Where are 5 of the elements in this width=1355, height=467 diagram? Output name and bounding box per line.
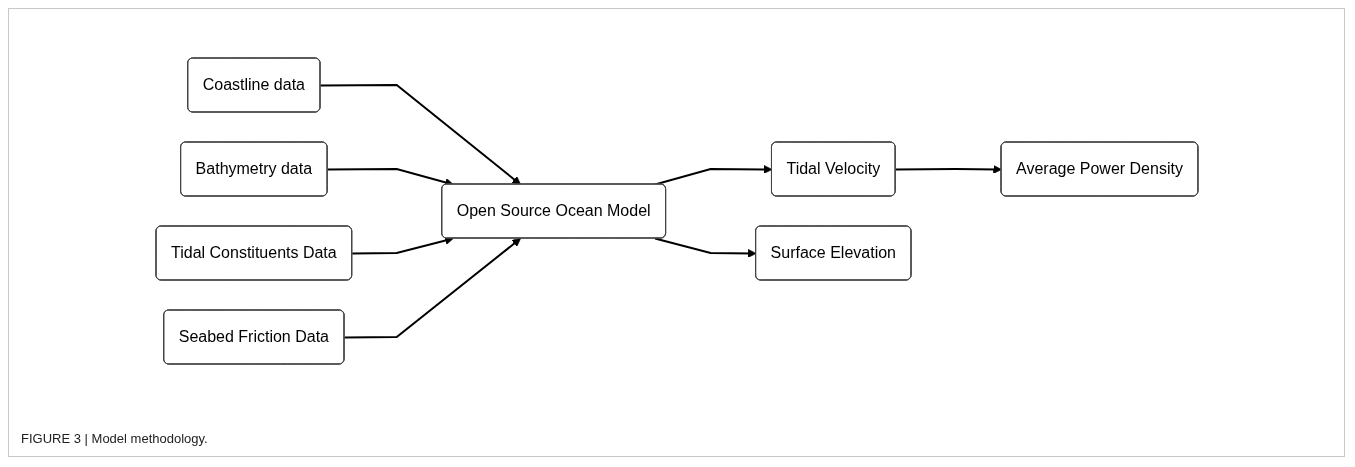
arrow [653, 237, 757, 258]
arrow [343, 237, 521, 338]
arrow [894, 164, 1002, 174]
figure-caption: FIGURE 3 | Model methodology. [21, 431, 208, 446]
arrow [319, 83, 521, 185]
